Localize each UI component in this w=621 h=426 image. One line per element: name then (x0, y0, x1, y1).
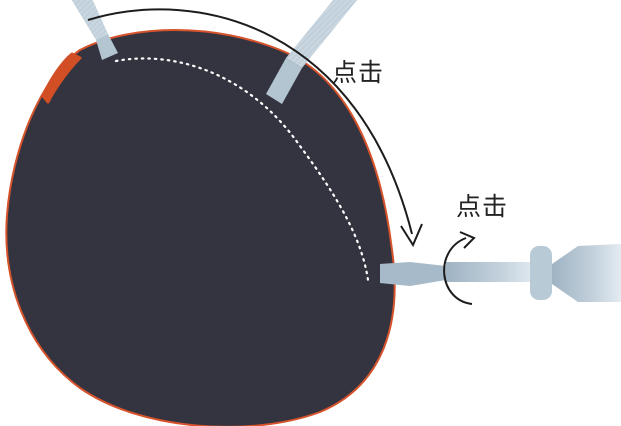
slide-arrow-head (401, 224, 422, 245)
click-label-top: 点击 (332, 58, 384, 88)
pry-tool-right (380, 244, 621, 302)
device-body (6, 30, 394, 426)
click-label-right: 点击 (456, 192, 508, 222)
